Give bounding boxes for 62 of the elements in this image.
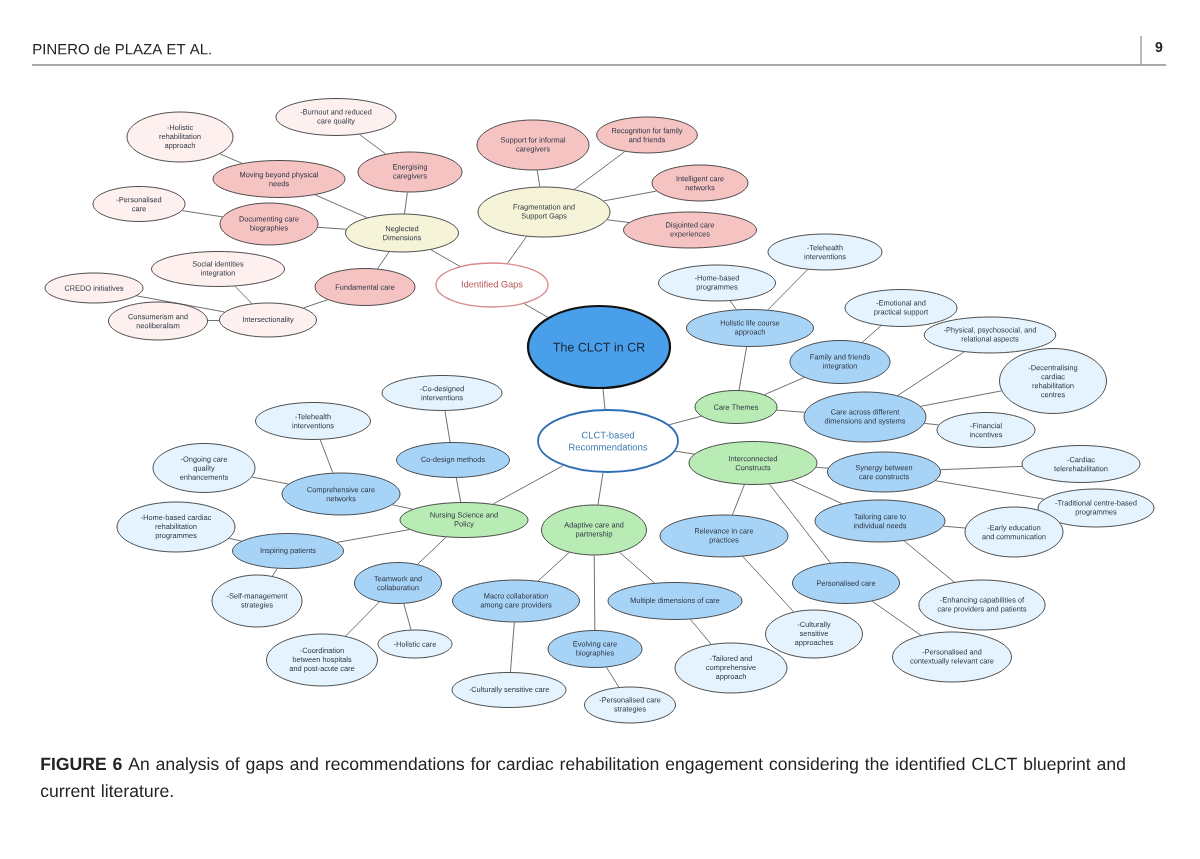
connector-line: [444, 410, 451, 443]
connector-line: [597, 472, 604, 505]
connector-line: [738, 346, 748, 391]
connector-line: [776, 409, 805, 413]
connector-line: [943, 525, 966, 529]
connector-line: [417, 536, 447, 565]
connector-line: [234, 285, 253, 304]
connector-line: [404, 192, 408, 214]
connector-line: [377, 251, 390, 270]
connector-line: [455, 477, 462, 503]
header-text: PINERO de PLAZA ET AL.: [33, 43, 211, 55]
connector-line: [507, 236, 527, 264]
figure-caption: FIGURE 6 An analysis of gaps and recommendations for cardiac rehabilitation engagement considering the identified CLCT blueprint and current literature.: [40, 757, 1125, 798]
connector-line: [674, 450, 695, 455]
connector-line: [602, 388, 606, 410]
connector-line: [861, 325, 882, 343]
connector-line: [920, 390, 1002, 407]
connector-line: [764, 377, 805, 396]
connector-line: [767, 269, 809, 311]
connector-line: [729, 300, 737, 310]
connector-line: [303, 299, 328, 309]
connector-line: [606, 667, 620, 688]
connector-line: [251, 476, 289, 485]
connector-line: [536, 170, 541, 187]
connector-line: [903, 540, 955, 583]
connector-line: [537, 552, 570, 582]
connector-line: [207, 320, 220, 321]
connector-line: [593, 555, 596, 631]
connector-line: [791, 480, 843, 504]
connector-line: [603, 190, 657, 202]
connector-line: [935, 480, 1045, 500]
connector-line: [336, 529, 410, 543]
connector-line: [219, 153, 243, 164]
connector-line: [314, 194, 368, 219]
connector-line: [573, 151, 626, 190]
connector-line: [228, 538, 242, 542]
connector-line: [897, 351, 965, 396]
connector-line: [742, 556, 794, 613]
connector-line: [523, 303, 549, 318]
connector-line: [815, 466, 829, 469]
connector-line: [769, 483, 831, 564]
connector-line: [732, 484, 745, 516]
connector-line: [403, 603, 412, 631]
connector-line: [690, 619, 712, 645]
header-text: 9: [1155, 42, 1163, 52]
connector-line: [317, 226, 347, 230]
connector-line: [619, 551, 655, 584]
connector-line: [924, 423, 939, 426]
connector-line: [510, 622, 515, 673]
connector-line: [871, 600, 922, 636]
connector-line: [492, 465, 564, 505]
connector-line: [272, 568, 278, 577]
connector-line: [430, 249, 461, 267]
connector-line: [181, 210, 223, 218]
connector-line: [319, 439, 334, 474]
connector-line: [668, 415, 702, 426]
connector-line: [606, 219, 630, 223]
connector-line: [940, 466, 1023, 471]
connector-line: [391, 504, 414, 510]
connector-line: [359, 134, 387, 155]
connector-line: [345, 601, 380, 637]
connector-line: [136, 295, 225, 313]
